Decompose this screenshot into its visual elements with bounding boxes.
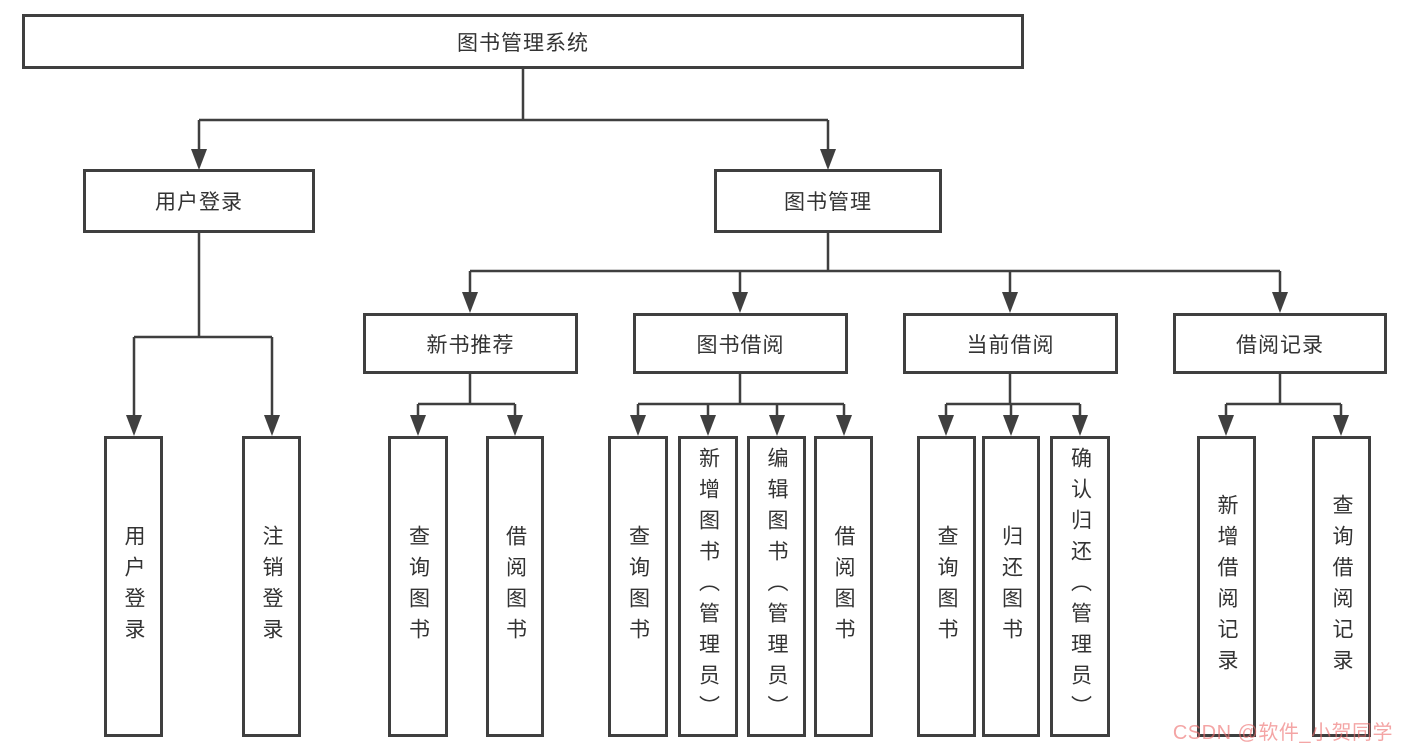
node-book-management: 图书管理 (714, 169, 942, 233)
node-user-login: 用户登录 (83, 169, 315, 233)
node-library-system: 图书管理系统 (22, 14, 1024, 69)
arrowhead-icon (1072, 415, 1088, 436)
arrowheads-user-login (126, 415, 280, 436)
node-label: 编辑图书（管理员） (765, 447, 789, 726)
node-label: 归还图书 (999, 524, 1023, 649)
node-label: 查询借阅记录 (1330, 493, 1354, 680)
arrowhead-icon (938, 415, 954, 436)
leaf-query-books-borrowing: 查询图书 (608, 436, 668, 737)
node-label: 借阅图书 (503, 524, 527, 649)
node-label: 用户登录 (155, 191, 243, 214)
leaf-query-books-current: 查询图书 (917, 436, 976, 737)
arrowheads-level3 (462, 292, 1288, 313)
node-label: 新增借阅记录 (1215, 493, 1239, 680)
node-label: 注销登录 (260, 524, 284, 649)
arrowhead-icon (191, 149, 207, 170)
arrowhead-icon (126, 415, 142, 436)
connector-user-login-to-leaves (132, 233, 274, 418)
arrowhead-icon (820, 149, 836, 170)
arrowheads-current-borrowing (938, 415, 1088, 436)
arrowhead-icon (769, 415, 785, 436)
arrowhead-icon (630, 415, 646, 436)
arrowhead-icon (700, 415, 716, 436)
node-book-borrowing: 图书借阅 (633, 313, 848, 374)
leaf-edit-books-admin: 编辑图书（管理员） (747, 436, 806, 737)
node-label: 用户登录 (122, 524, 146, 649)
arrowhead-icon (507, 415, 523, 436)
arrowheads-new-book (410, 415, 523, 436)
node-label: 当前借阅 (966, 333, 1055, 357)
connector-book-management-to-level3 (468, 233, 1282, 295)
node-label: 图书管理系统 (457, 31, 589, 55)
arrowhead-icon (1218, 415, 1234, 436)
connector-borrowing-records-to-leaves (1224, 374, 1343, 418)
leaf-query-books-recommend: 查询图书 (388, 436, 448, 737)
leaf-borrow-books-recommend: 借阅图书 (486, 436, 544, 737)
node-label: 确认归还（管理员） (1068, 447, 1092, 726)
leaf-logout: 注销登录 (242, 436, 301, 737)
arrowhead-icon (410, 415, 426, 436)
node-label: 查询图书 (626, 524, 650, 649)
connector-book-borrowing-to-leaves (636, 374, 846, 418)
arrowhead-icon (836, 415, 852, 436)
leaf-return-books: 归还图书 (982, 436, 1040, 737)
leaf-query-borrowing-record: 查询借阅记录 (1312, 436, 1371, 737)
connector-new-book-to-leaves (416, 374, 517, 418)
node-label: 新增图书（管理员） (696, 447, 720, 726)
node-label: 查询图书 (406, 524, 430, 649)
leaf-confirm-return-admin: 确认归还（管理员） (1050, 436, 1110, 737)
watermark-text: CSDN @软件_小贺同学 (1172, 722, 1393, 744)
arrowhead-icon (732, 292, 748, 313)
leaf-add-books-admin: 新增图书（管理员） (678, 436, 738, 737)
leaf-user-login: 用户登录 (104, 436, 163, 737)
arrowhead-icon (264, 415, 280, 436)
node-label: 新书推荐 (426, 333, 515, 357)
arrowhead-icon (1272, 292, 1288, 313)
node-label: 查询图书 (935, 524, 959, 649)
node-label: 借阅图书 (832, 524, 856, 649)
arrowheads-book-borrowing (630, 415, 852, 436)
node-current-borrowing: 当前借阅 (903, 313, 1118, 374)
node-borrowing-records: 借阅记录 (1173, 313, 1387, 374)
leaf-add-borrowing-record: 新增借阅记录 (1197, 436, 1256, 737)
connector-current-borrowing-to-leaves (944, 374, 1082, 418)
arrowheads-level2 (191, 149, 836, 170)
arrowhead-icon (462, 292, 478, 313)
connector-root-to-level2 (197, 69, 830, 152)
node-label: 图书管理 (784, 191, 872, 214)
arrowhead-icon (1333, 415, 1349, 436)
node-label: 图书借阅 (696, 333, 785, 357)
arrowheads-borrowing-records (1218, 415, 1349, 436)
leaf-borrow-books: 借阅图书 (814, 436, 873, 737)
arrowhead-icon (1002, 292, 1018, 313)
node-label: 借阅记录 (1236, 333, 1324, 357)
arrowhead-icon (1003, 415, 1019, 436)
node-new-book-recommendation: 新书推荐 (363, 313, 578, 374)
